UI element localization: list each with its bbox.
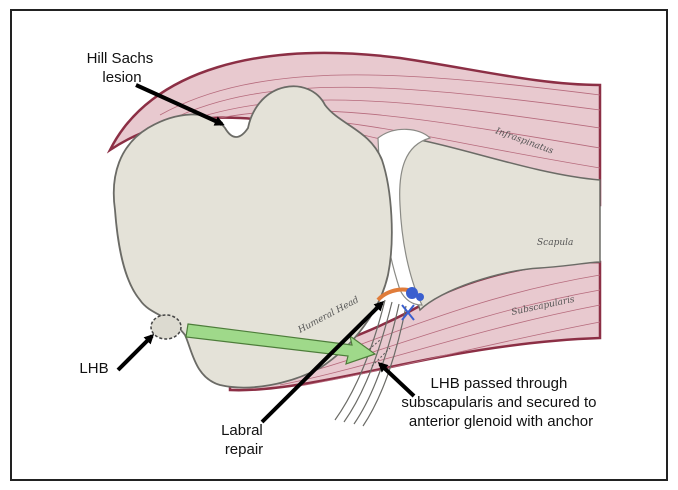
hill-sachs-label: Hill Sachs lesion — [87, 50, 158, 86]
lhb-passed-label: LHB passed through subscapularis and sec… — [401, 375, 600, 430]
lhb-passed-arrow — [377, 361, 416, 398]
labral-repair-label: Labral repair — [221, 422, 267, 458]
lhb-label: LHB — [79, 360, 108, 377]
lhb-stump — [150, 314, 182, 340]
lhb-transfer-arrow — [185, 323, 377, 365]
hill-sachs-arrow — [135, 83, 225, 126]
glenoid-rim — [377, 128, 432, 306]
suture-path — [365, 339, 391, 367]
labral-repair-arrow — [260, 300, 385, 424]
scapula-label: Scapula — [537, 238, 573, 248]
anchor — [376, 287, 424, 321]
lhb-arrow — [116, 333, 155, 372]
